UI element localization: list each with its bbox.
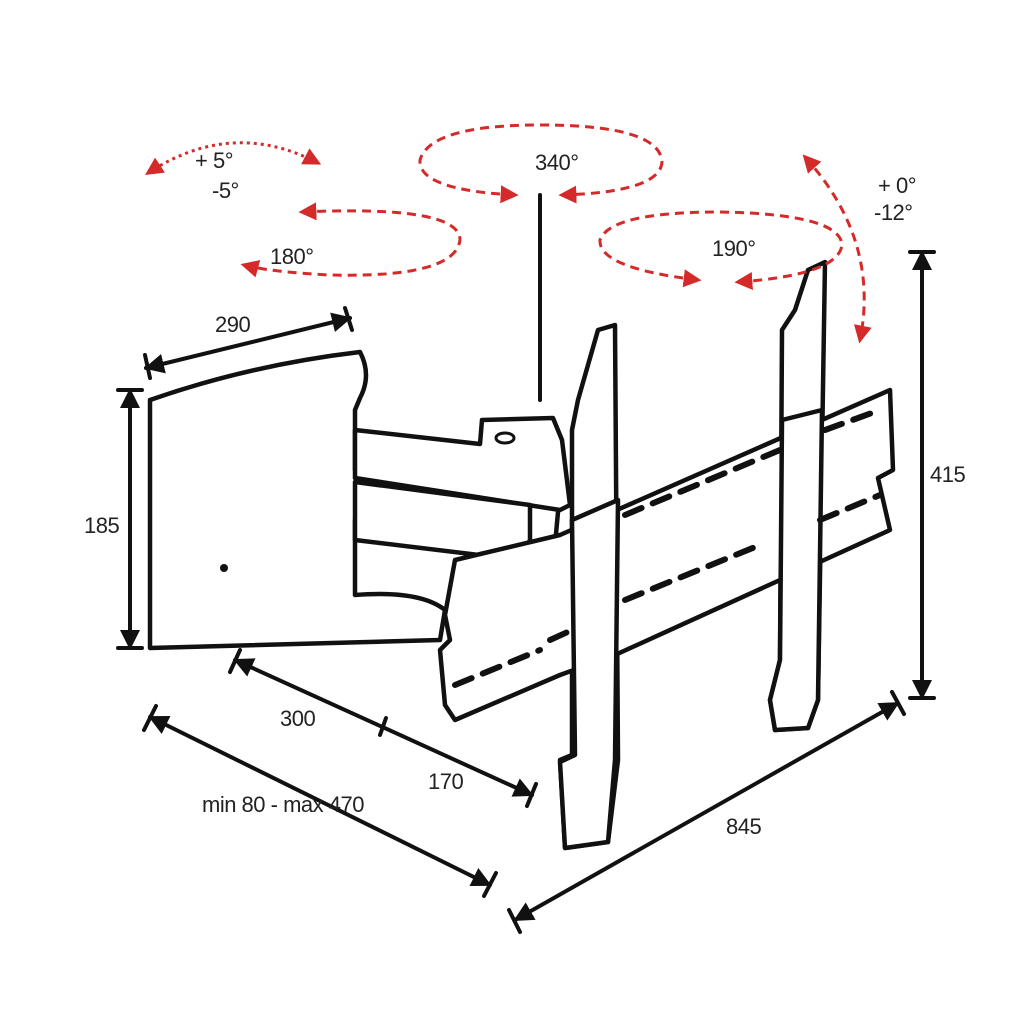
dim-line-bracket-width	[513, 701, 900, 922]
label-depth-range: min 80 - max 470	[202, 792, 364, 817]
label-bracket-width: 845	[726, 814, 761, 839]
label-bracket-height: 415	[930, 462, 965, 487]
label-plate-height: 185	[84, 513, 119, 538]
dimension-lines	[116, 193, 936, 934]
label-swivel-wall: 180°	[270, 244, 314, 269]
dim-line-depth	[148, 715, 492, 887]
arm-upper	[352, 415, 573, 513]
label-plate-width: 290	[215, 312, 250, 337]
label-tilt-plate-plus: + 5°	[195, 148, 233, 173]
rotation-arrows	[144, 123, 872, 344]
tilt-plate-arrow	[144, 141, 322, 175]
mount-parts	[147, 259, 896, 851]
wall-plate-hole	[220, 564, 228, 572]
labels: + 5° -5° 180° 340° 190° + 0° -12° 290 18…	[84, 148, 966, 839]
swivel-wall-arrow	[240, 202, 462, 278]
label-tilt-head-plus: + 0°	[878, 173, 916, 198]
label-swivel-head: 190°	[712, 236, 756, 261]
label-arm-length-1: 300	[280, 706, 315, 731]
label-tilt-head-minus: -12°	[874, 200, 913, 225]
label-tilt-plate-minus: -5°	[212, 178, 239, 203]
swivel-middle-arrow	[418, 123, 664, 204]
label-arm-length-2: 170	[428, 769, 463, 794]
label-swivel-middle: 340°	[535, 150, 579, 175]
dim-line-plate-width	[144, 312, 352, 374]
arm-pivot-slot	[494, 431, 516, 445]
